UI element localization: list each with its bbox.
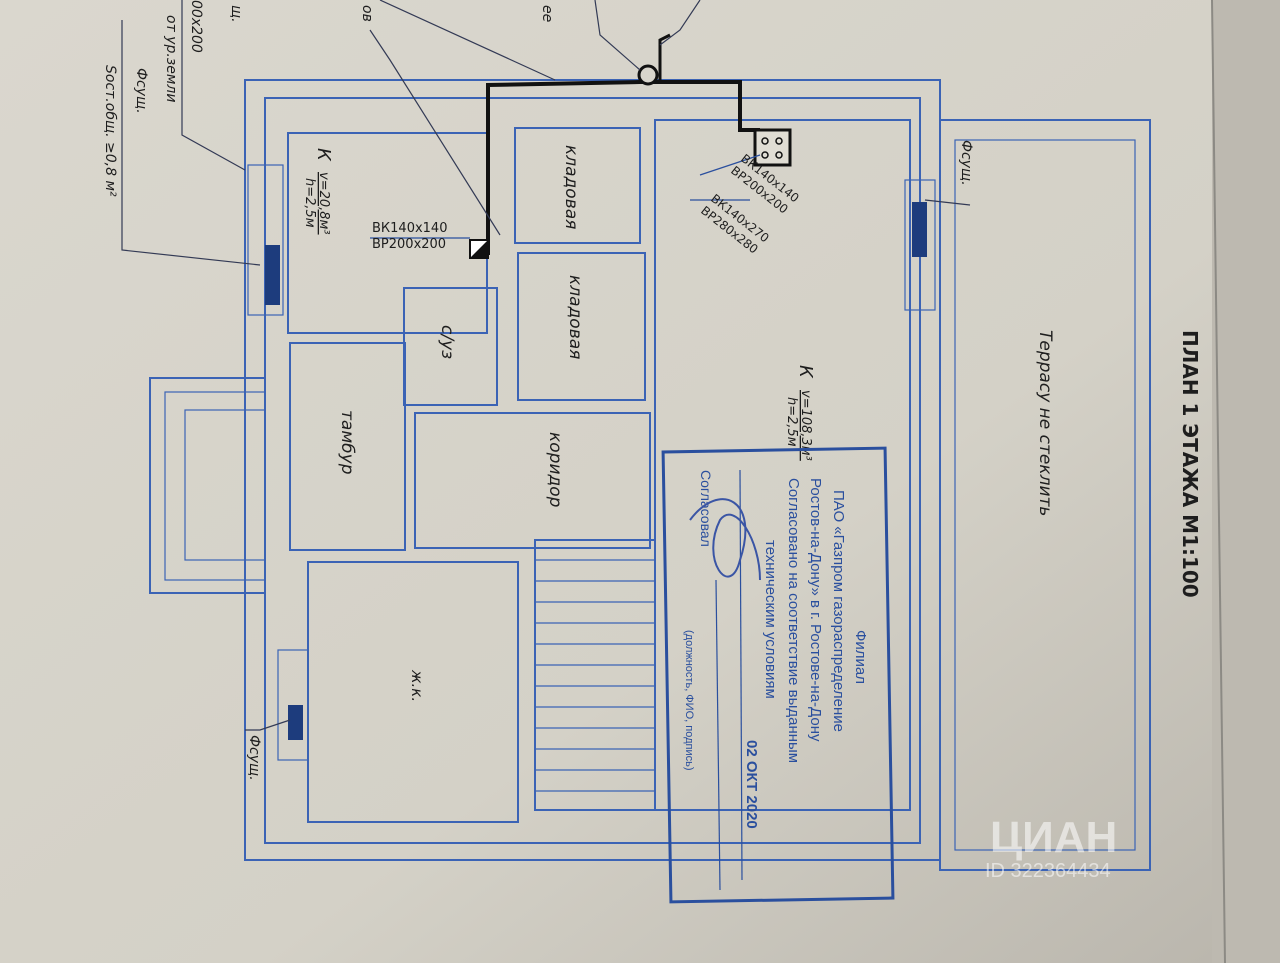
leader-lines — [121, 0, 971, 731]
watermark-id: ID 322364434 — [985, 860, 1111, 882]
big-room-volume: v=108,3м³ — [798, 390, 813, 461]
storage-1-label: кладовая — [561, 145, 581, 229]
big-room-label: К — [795, 365, 816, 379]
signature-icon — [689, 498, 761, 581]
room-vestibule — [289, 342, 406, 551]
vestibule-label: тамбур — [337, 410, 357, 475]
window-fill — [912, 202, 927, 257]
stamp-line-4: Согласовано на соответствие выданным — [785, 478, 802, 763]
annotation-fsush-bottom: Фсущ. — [246, 735, 262, 781]
stamp-line-2: ПАО «Газпром газораспределение — [830, 490, 847, 732]
terrace-note: Террасу не стеклить — [1035, 330, 1055, 516]
kitchen-label: К — [313, 148, 334, 162]
gas-stove-icon — [753, 128, 792, 167]
approval-stamp: Филиал ПАО «Газпром газораспределение Ро… — [661, 446, 895, 904]
room-storage-2 — [517, 252, 646, 401]
window-fill — [265, 245, 280, 305]
stamp-line-3: Ростов-на-Дону» в г. Ростове-на-Дону — [807, 478, 824, 742]
gas-pipe — [469, 33, 792, 259]
vent-kitchen-vp: ВР200х200 — [372, 237, 446, 252]
annotation-top-2: ее — [539, 5, 555, 22]
watermark: ЦИАН ID 322364434 — [985, 813, 1117, 882]
storage-2-label: кладовая — [565, 275, 585, 359]
room-big — [654, 119, 911, 811]
room-corridor — [414, 412, 651, 549]
annotation-top-left-1: щ. — [228, 5, 244, 23]
annotation-area: Sост.общ. ≥0,8 м² — [102, 65, 118, 197]
watermark-brand: ЦИАН — [990, 813, 1117, 862]
kitchen-height: h=2,5м — [302, 178, 317, 228]
annotation-top-left-2: 00х200 — [188, 0, 204, 53]
stairs-treads — [535, 559, 655, 792]
building-walls — [149, 79, 1151, 871]
plan-title: ПЛАН 1 ЭТАЖА М1:100 — [1178, 330, 1202, 598]
room-storage-1 — [514, 127, 641, 244]
stamp-signature-caption: (должность, ФИО, подпись) — [683, 630, 695, 771]
annotation-top-left-3: от ур.земли — [163, 15, 179, 102]
annotation-top-1: ов — [359, 5, 375, 22]
page-edge-line — [1211, 0, 1226, 963]
stamp-approved-label: Согласовал — [698, 470, 714, 547]
corridor-label: коридор — [545, 432, 565, 508]
living-label: ж.к. — [408, 669, 426, 702]
annotation-fsush-right: Фсущ. — [958, 140, 974, 186]
stamp-line-1: Филиал — [852, 630, 869, 684]
stamp-date: 02 ОКТ 2020 — [743, 740, 760, 829]
big-room-height: h=2,5м — [784, 397, 799, 447]
gas-meter-icon — [637, 64, 659, 86]
kitchen-volume: v=20,8м³ — [316, 172, 331, 235]
window-fill — [288, 705, 303, 740]
vent-kitchen-vk: ВК140х140 — [372, 221, 447, 236]
annotation-fsush-top-left: Фсущ. — [133, 68, 149, 114]
bathroom-label: с/уз — [437, 325, 457, 359]
stamp-line-5: техническим условиям — [762, 540, 779, 699]
